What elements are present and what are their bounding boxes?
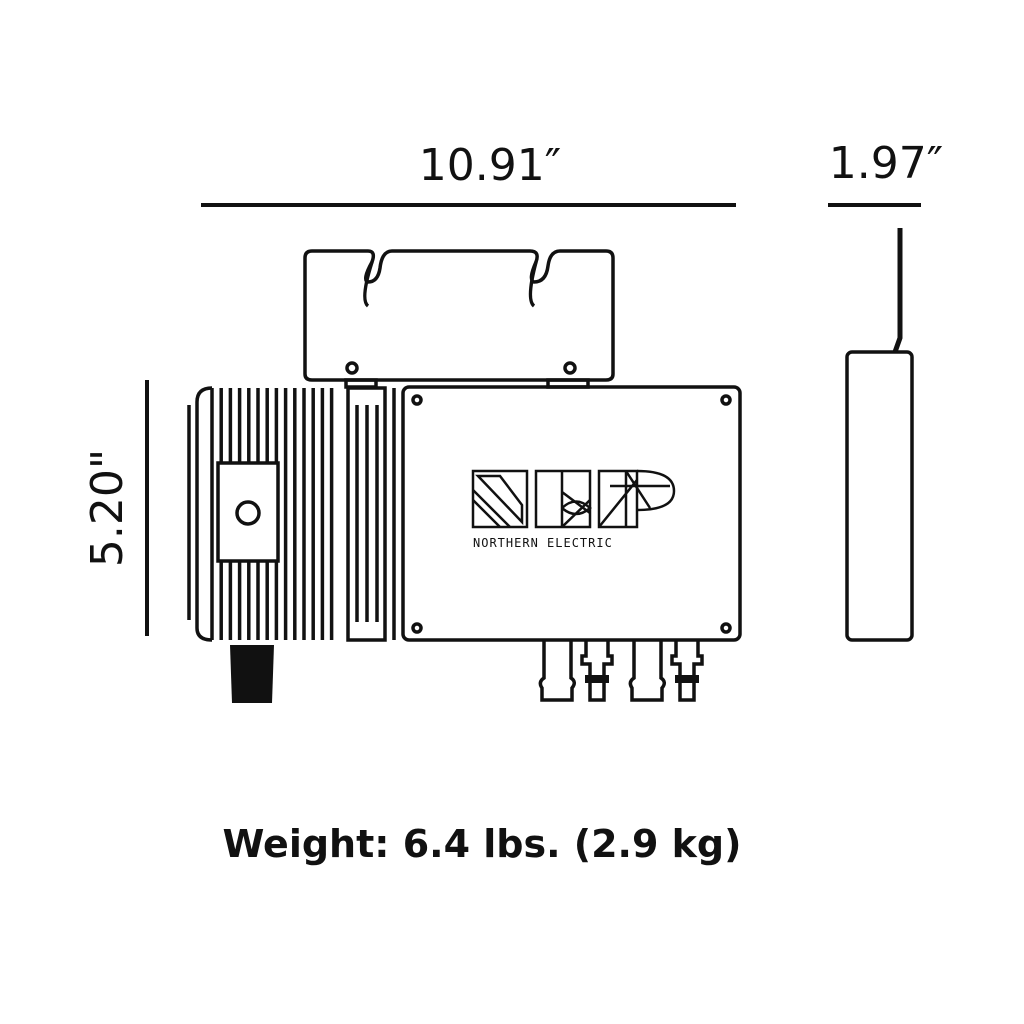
mounting-bracket: [303, 249, 615, 389]
corner-screws: [411, 394, 732, 634]
width-label: 10.91″: [419, 140, 561, 191]
depth-label: 1.97″: [829, 138, 943, 189]
junction-plate: [216, 461, 280, 563]
ground-screw-icon: [235, 500, 261, 526]
dc-connectors: [538, 641, 704, 702]
ac-cable-gland: [230, 645, 274, 703]
side-view: [845, 228, 914, 642]
nep-logo: [471, 469, 676, 529]
heat-sink: [187, 386, 396, 642]
height-label: 5.20": [82, 449, 133, 567]
inverter-housing: [401, 385, 742, 642]
weight-label: Weight: 6.4 lbs. (2.9 kg): [222, 822, 741, 866]
logo-subtitle: NORTHERN ELECTRIC: [473, 536, 613, 550]
